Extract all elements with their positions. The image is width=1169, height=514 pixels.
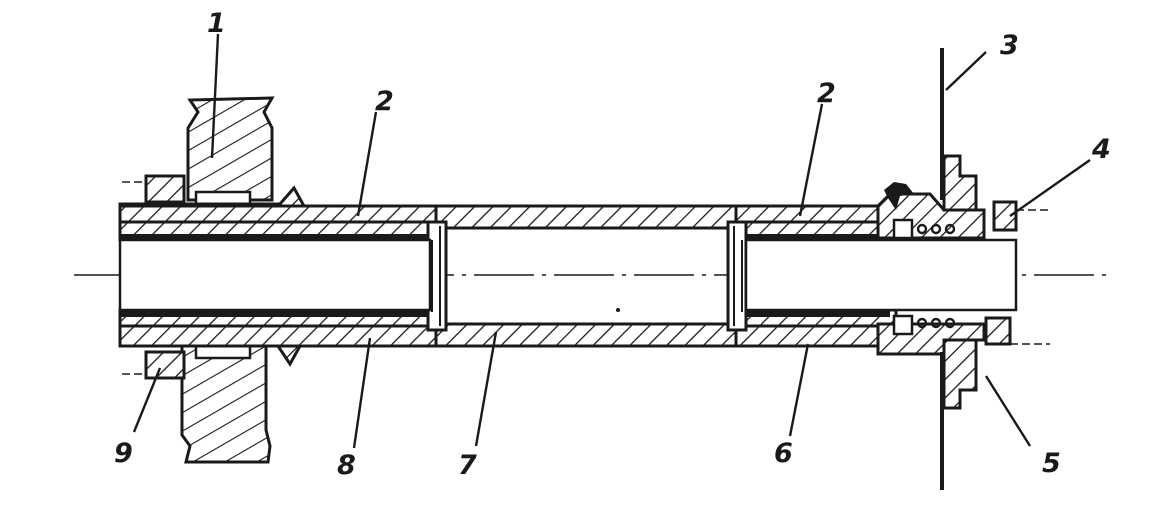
callout-6: 6 [774, 438, 793, 469]
callout-5: 5 [1042, 448, 1061, 479]
right-end-nut-part [984, 200, 1050, 346]
right-plate-part [940, 48, 978, 490]
left-nut-part [122, 174, 186, 380]
callout-8: 8 [337, 450, 356, 481]
leader-lines [132, 33, 1091, 449]
left-bushing-part [118, 220, 448, 332]
callout-9: 9 [114, 438, 133, 469]
left-flange-part [180, 96, 275, 464]
callout-1: 1 [207, 8, 226, 39]
callout-2-left: 2 [375, 86, 394, 117]
inner-bore [118, 226, 1018, 326]
callout-7: 7 [458, 450, 477, 481]
right-bushing-part [726, 220, 898, 332]
callout-3: 3 [1000, 30, 1019, 61]
callout-4: 4 [1091, 134, 1111, 165]
callout-labels: 1 2 2 3 4 5 6 7 8 9 [114, 8, 1111, 481]
callout-2-right: 2 [817, 78, 836, 109]
